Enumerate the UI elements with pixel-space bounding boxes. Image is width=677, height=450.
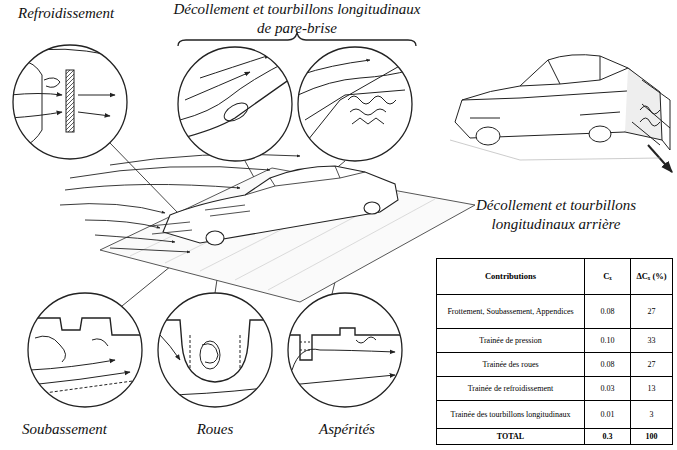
table-cell: TOTAL: [437, 429, 585, 445]
table-value: 100: [646, 432, 658, 441]
table-cell: 0.08: [585, 295, 631, 329]
table-cell: 27: [631, 353, 673, 377]
table-cell: Cₓ: [585, 259, 631, 295]
roughness-label: Aspérités: [319, 420, 375, 439]
table-cell: 100: [631, 429, 673, 445]
table-cell: ΔCₓ (%): [631, 259, 673, 295]
table-cell: 0.10: [585, 329, 631, 353]
cooling-label: Refroidissement: [18, 4, 114, 23]
table-cell: 33: [631, 329, 673, 353]
table-cell: Trainée des roues: [437, 353, 585, 377]
contribution-name: Trainée de pression: [479, 336, 541, 345]
underbody-detail: [30, 318, 140, 395]
windshield-label: Décollement et tourbillons longitudinaux…: [172, 0, 422, 38]
windshield-separation-detail: [175, 55, 300, 140]
table-value: 3: [650, 410, 654, 419]
table-value: 27: [648, 360, 656, 369]
table-value: 0.08: [601, 360, 615, 369]
roughness-detail: [290, 328, 400, 385]
rear-wake-car: [450, 55, 672, 172]
drag-table: Contributions Cₓ ΔCₓ (%) Frottement, Soubas…: [436, 258, 672, 445]
table-row: Trainée de pression 0.10 33: [437, 329, 673, 353]
contribution-name: Trainée de refroidissement: [468, 384, 553, 393]
table-cell: 0.3: [585, 429, 631, 445]
table-cell: 13: [631, 377, 673, 401]
table-cell: Contributions: [437, 259, 585, 295]
table-cell: 3: [631, 401, 673, 429]
contribution-name: Frottement, Soubassement, Appendices: [447, 307, 573, 316]
table-header: Cₓ: [603, 271, 612, 281]
wheel-detail: [160, 320, 275, 395]
central-car: [60, 154, 475, 302]
contribution-name: TOTAL: [497, 432, 524, 441]
table-cell: 0.08: [585, 353, 631, 377]
contribution-name: Trainée des tourbillons longitudinaux: [451, 410, 571, 419]
table-row: Trainée de refroidissement 0.03 13: [437, 377, 673, 401]
a-pillar-vortex-detail: [298, 60, 410, 150]
contribution-table: Contributions Cₓ ΔCₓ (%) Frottement, Soubas…: [436, 258, 673, 445]
table-header: ΔCₓ (%): [636, 271, 666, 281]
table-value: 27: [648, 307, 656, 316]
table-row: Contributions Cₓ ΔCₓ (%): [437, 259, 673, 295]
table-cell: 27: [631, 295, 673, 329]
detail-circles: [13, 45, 412, 407]
table-row: TOTAL 0.3 100: [437, 429, 673, 445]
table-value: 0.10: [601, 336, 615, 345]
table-value: 33: [648, 336, 656, 345]
table-cell: Frottement, Soubassement, Appendices: [437, 295, 585, 329]
table-value: 0.03: [601, 384, 615, 393]
table-cell: 0.01: [585, 401, 631, 429]
table-cell: Trainée des tourbillons longitudinaux: [437, 401, 585, 429]
cooling-detail: [10, 49, 115, 148]
table-value: 13: [648, 384, 656, 393]
table-cell: 0.03: [585, 377, 631, 401]
table-header: Contributions: [485, 271, 536, 281]
rear-label: Décollement et tourbillons longitudinaux…: [441, 196, 671, 234]
wheels-label: Roues: [197, 420, 234, 439]
contribution-name: Trainée des roues: [482, 360, 538, 369]
table-value: 0.01: [601, 410, 615, 419]
table-value: 0.08: [601, 307, 615, 316]
table-row: Trainée des tourbillons longitudinaux 0.0…: [437, 401, 673, 429]
table-cell: Trainée de refroidissement: [437, 377, 585, 401]
underbody-label: Soubassement: [22, 420, 107, 439]
table-value: 0.3: [603, 432, 613, 441]
table-row: Frottement, Soubassement, Appendices 0.08…: [437, 295, 673, 329]
table-cell: Trainée de pression: [437, 329, 585, 353]
table-row: Trainée des roues 0.08 27: [437, 353, 673, 377]
